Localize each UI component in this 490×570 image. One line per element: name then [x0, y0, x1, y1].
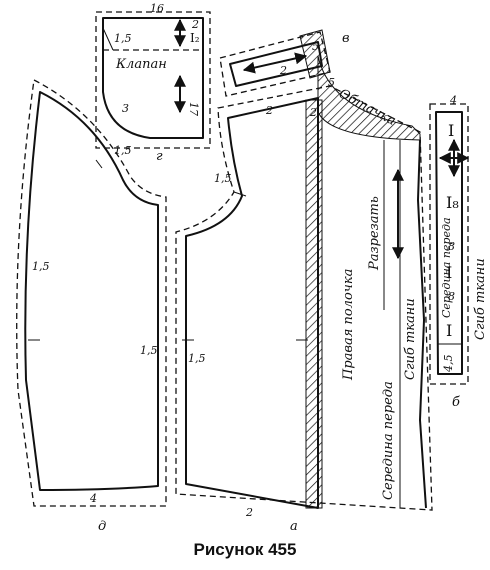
flap-title: Клапан — [115, 57, 167, 72]
front-fold-label: Сгиб ткани — [403, 298, 418, 380]
sleeve-right-label: 1,5 — [140, 344, 158, 357]
figure-caption: Рисунок 455 — [193, 540, 297, 559]
flap-top-right-label: 2 — [191, 18, 199, 31]
front-outer-dash — [175, 85, 433, 511]
front-notch-arm — [233, 191, 247, 197]
flap-curve-label: 3 — [122, 102, 129, 115]
sleeve-left-label: 1,5 — [32, 260, 50, 273]
collar-hatch — [299, 29, 331, 79]
sleeve-outer-dash — [16, 79, 167, 507]
flap-width-label: 16 — [150, 2, 164, 15]
flap-corner-label: 1,5 — [114, 32, 132, 45]
placket-outer-dash — [429, 103, 469, 385]
placket-measure-8b: 8 — [448, 290, 455, 303]
collar-arrow — [242, 52, 308, 74]
placket-fold-label: Сгиб ткани — [473, 258, 488, 340]
front-center-label: Середина переда — [381, 381, 396, 500]
sleeve-outline — [24, 91, 159, 491]
neck-facing-hatch — [317, 55, 421, 141]
placket-bottom-label: 4,5 — [442, 355, 455, 374]
placket-measure-8a: 8 — [448, 240, 455, 253]
collar-letter: в — [342, 31, 350, 46]
front-outline — [185, 97, 319, 509]
placket-top-label: 4 — [449, 94, 457, 107]
placket-roman-2: I₈ — [446, 193, 459, 212]
placket-roman-3: I — [446, 263, 452, 282]
front-facing-top-label: 2 — [309, 106, 317, 119]
neck-facing-measure: 5 — [328, 76, 335, 89]
collar-piece: 2 5 в — [219, 29, 350, 97]
flap-outer-dash — [95, 11, 211, 149]
flap-outline — [102, 17, 204, 139]
front-shoulder-label: 2 — [265, 104, 273, 117]
sleeve-cap-label: 1,5 — [114, 144, 132, 157]
sleeve-letter: д — [98, 519, 106, 534]
collar-label: 2 — [279, 64, 287, 77]
pattern-figure: 16 2 I₂ 1,5 Клапан 17 3 г 1,5 1,5 1,5 4 … — [16, 2, 488, 534]
front-cut-label: Разрезать — [367, 196, 382, 271]
front-bottom-label: 2 — [245, 506, 253, 519]
front-piece: Обтачка 5 2 2 1,5 1,5 2 Правая полочка Р… — [175, 55, 433, 534]
placket-letter: б — [452, 395, 460, 410]
front-side-label: 1,5 — [188, 352, 206, 365]
flap-roman-label: I₂ — [190, 31, 200, 45]
placket-piece: 4 I I₈ 8 I 8 I 4,5 Середина переда Сгиб … — [429, 94, 488, 410]
front-letter: а — [290, 519, 298, 534]
placket-center-label: Середина переда — [440, 217, 453, 318]
flap-height-label: 17 — [187, 102, 200, 116]
sleeve-piece: 1,5 1,5 1,5 4 д — [16, 79, 167, 534]
placket-roman-4: I — [446, 321, 452, 340]
front-facing-hatch — [305, 99, 323, 509]
sleeve-bottom-label: 4 — [89, 492, 97, 505]
front-armhole-label: 1,5 — [214, 172, 232, 185]
collar-end-label: 5 — [312, 40, 319, 53]
placket-outline — [435, 111, 463, 375]
flap-piece: 16 2 I₂ 1,5 Клапан 17 3 г — [95, 2, 211, 164]
front-title: Правая полочка — [341, 269, 356, 381]
flap-corner-cut — [102, 27, 114, 51]
flap-letter: г — [156, 149, 163, 164]
sleeve-notch-top — [95, 159, 103, 169]
placket-roman-1: I — [448, 121, 454, 140]
front-right-edge — [417, 139, 427, 509]
